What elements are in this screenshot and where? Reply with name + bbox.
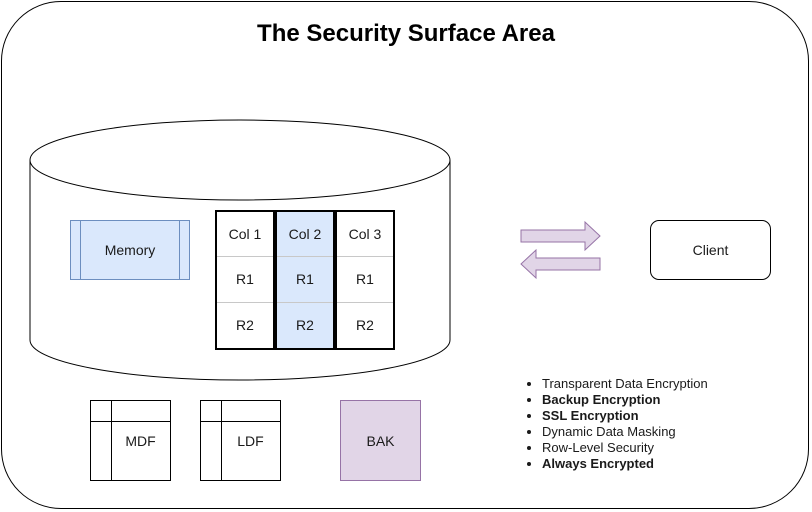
table-column-2: Col 2 R1 R2: [275, 210, 335, 350]
bak-file: BAK: [340, 400, 421, 481]
bidirectional-arrows: [520, 220, 601, 280]
table-cell: R2: [236, 317, 254, 334]
list-item: Backup Encryption: [542, 392, 708, 408]
column-header: Col 3: [337, 212, 393, 258]
client-label: Client: [692, 242, 729, 258]
column-header: Col 1: [217, 212, 273, 258]
list-item: Dynamic Data Masking: [542, 424, 708, 440]
memory-label: Memory: [104, 242, 156, 258]
ldf-label: LDF: [237, 432, 264, 449]
list-item: Transparent Data Encryption: [542, 376, 708, 392]
table-column-1: Col 1 R1 R2: [215, 210, 275, 350]
file-header-line: [91, 421, 170, 422]
column-header: Col 2: [277, 212, 333, 258]
ldf-file: LDF: [200, 400, 281, 481]
file-header-line: [201, 421, 280, 422]
memory-block: Memory: [70, 220, 190, 280]
table-cell: R2: [356, 317, 374, 334]
mdf-label: MDF: [125, 432, 156, 449]
list-item: SSL Encryption: [542, 408, 708, 424]
mdf-file: MDF: [90, 400, 171, 481]
bak-label: BAK: [366, 432, 395, 449]
table-column-3: Col 3 R1 R2: [335, 210, 395, 350]
table-cell: R1: [277, 257, 333, 303]
table-cell: R1: [217, 257, 273, 303]
cylinder-top: [29, 119, 451, 201]
diagram-title: The Security Surface Area: [257, 20, 555, 47]
file-margin-line: [221, 401, 222, 480]
memory-left-bar: [80, 221, 81, 279]
memory-right-bar: [179, 221, 180, 279]
file-margin-line: [111, 401, 112, 480]
security-features-list: Transparent Data Encryption Backup Encry…: [524, 376, 708, 472]
arrow-left-icon: [520, 248, 601, 280]
arrow-right-icon: [520, 220, 601, 252]
table-cell: R2: [296, 317, 314, 334]
table-cell: R1: [337, 257, 393, 303]
list-item: Row-Level Security: [542, 440, 708, 456]
list-item: Always Encrypted: [542, 456, 708, 472]
client-box: Client: [650, 220, 771, 280]
